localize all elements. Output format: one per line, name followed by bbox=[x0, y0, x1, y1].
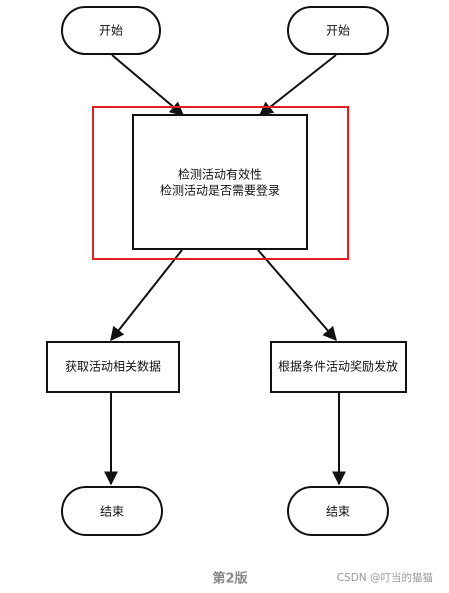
version-caption: 第2版 bbox=[212, 571, 247, 587]
arrow-start-right-to-check bbox=[258, 54, 337, 116]
start-node-right: 开始 bbox=[287, 6, 389, 55]
end-node-right-label: 结束 bbox=[326, 505, 350, 519]
arrow-check-to-fetch bbox=[110, 249, 183, 342]
fetch-data-label: 获取活动相关数据 bbox=[65, 359, 161, 374]
start-node-left: 开始 bbox=[61, 6, 161, 55]
arrow-start-left-to-check bbox=[111, 54, 185, 116]
start-node-left-label: 开始 bbox=[99, 24, 123, 38]
check-process-line1: 检测活动有效性 bbox=[178, 167, 262, 182]
watermark: CSDN @叮当的猫猫 bbox=[337, 571, 433, 584]
arrow-check-to-grant bbox=[257, 249, 337, 342]
highlight-frame bbox=[92, 106, 349, 260]
check-process-node: 检测活动有效性 检测活动是否需要登录 bbox=[132, 114, 308, 250]
grant-reward-node: 根据条件活动奖励发放 bbox=[270, 341, 407, 393]
end-node-left: 结束 bbox=[61, 486, 163, 536]
fetch-data-node: 获取活动相关数据 bbox=[46, 341, 180, 393]
start-node-right-label: 开始 bbox=[326, 24, 350, 38]
end-node-right: 结束 bbox=[287, 486, 389, 536]
grant-reward-label: 根据条件活动奖励发放 bbox=[278, 359, 398, 374]
check-process-line2: 检测活动是否需要登录 bbox=[160, 183, 280, 198]
end-node-left-label: 结束 bbox=[100, 505, 124, 519]
